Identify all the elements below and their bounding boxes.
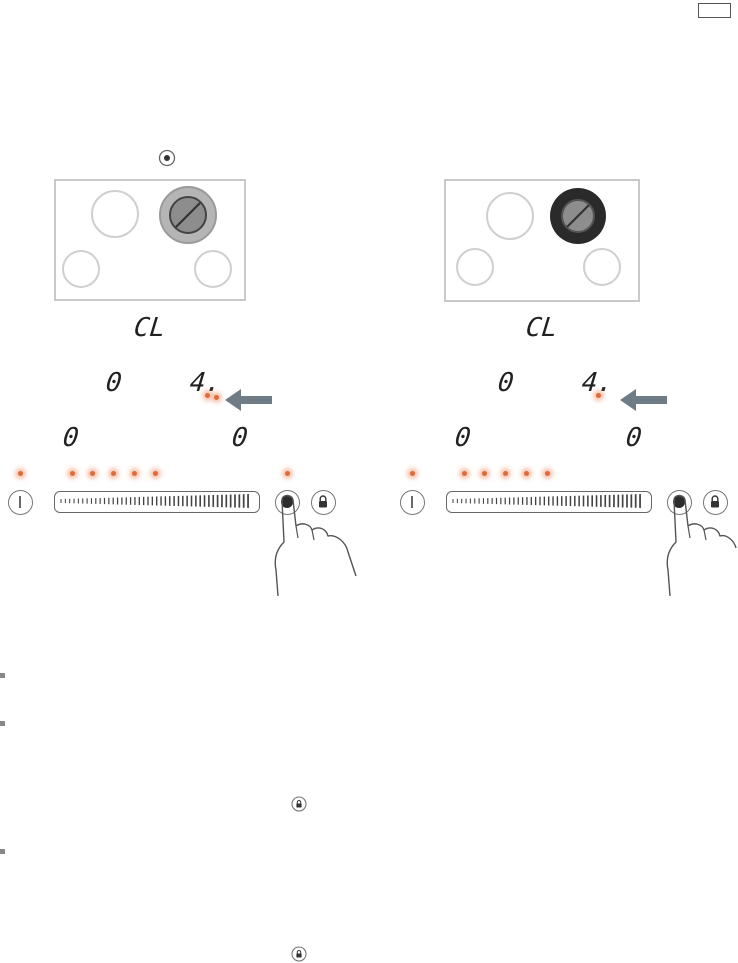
zone-led xyxy=(153,471,158,476)
power-icon xyxy=(401,491,423,513)
page-number-box xyxy=(698,3,731,18)
power-icon xyxy=(9,491,31,513)
zone-led xyxy=(524,471,529,476)
zone-display-bottom-left: 0 xyxy=(454,425,472,451)
zone-led xyxy=(482,471,487,476)
list-bullet xyxy=(0,673,5,678)
list-bullet xyxy=(0,721,5,726)
select-led xyxy=(285,471,290,476)
hob-diagram-left xyxy=(54,179,246,301)
zone-led xyxy=(545,471,550,476)
zone-select-icon xyxy=(158,149,176,167)
list-bullet xyxy=(0,849,5,854)
power-button[interactable] xyxy=(400,490,425,515)
zone-display-bottom-left: 0 xyxy=(62,425,80,451)
zone-display-top-left: 0 xyxy=(497,370,515,396)
power-level-slider[interactable] xyxy=(54,491,260,513)
power-level-slider[interactable] xyxy=(446,491,652,513)
power-button[interactable] xyxy=(8,490,33,515)
power-led xyxy=(18,471,23,476)
zone-display-bottom-right: 0 xyxy=(231,425,249,451)
zone-led xyxy=(111,471,116,476)
zone-led xyxy=(70,471,75,476)
zone-display-top-left: 0 xyxy=(105,370,123,396)
lock-icon xyxy=(291,796,307,812)
zone-led xyxy=(503,471,508,476)
slider-ticks xyxy=(447,492,647,510)
clean-indicator-right: CL xyxy=(525,315,559,341)
hand-pointer-icon xyxy=(262,492,362,602)
clean-indicator-left: CL xyxy=(133,315,167,341)
zone-led xyxy=(462,471,467,476)
decimal-led xyxy=(205,393,210,398)
lock-icon xyxy=(291,946,307,962)
slider-ticks xyxy=(55,492,255,510)
arrow-left-icon xyxy=(620,389,668,411)
power-led xyxy=(410,471,415,476)
hob-diagram-right xyxy=(444,179,640,303)
decimal-led xyxy=(214,395,219,400)
arrow-left-icon xyxy=(225,389,273,411)
zone-led xyxy=(90,471,95,476)
hand-pointer-icon xyxy=(654,492,738,602)
zone-led xyxy=(132,471,137,476)
zone-display-bottom-right: 0 xyxy=(625,425,643,451)
decimal-led xyxy=(596,393,601,398)
zone-display-top-right: 4. xyxy=(189,370,223,396)
